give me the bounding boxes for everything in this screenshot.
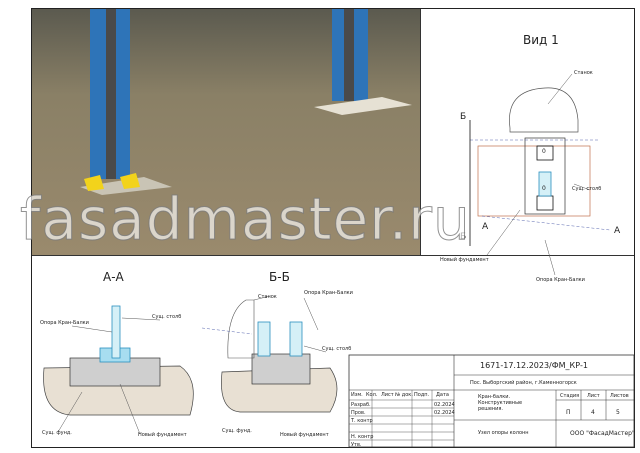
view1-upper-zero: 0 (542, 148, 546, 155)
plate-right (314, 97, 412, 115)
tb-col-izm: Изм. (351, 392, 363, 398)
render-svg (80, 9, 412, 195)
view1-stolb-label: Сущ. столб (572, 186, 602, 192)
base-left-a (84, 175, 104, 191)
aa-fund-label: Сущ. фунд. (42, 430, 72, 436)
tb-company: ООО "ФасадМастер" (570, 430, 635, 437)
view1-mark-b-top: Б (460, 112, 467, 122)
tb-role-5: Н. контр (351, 434, 374, 440)
watermark: fasadmaster.ru (20, 185, 471, 254)
aa-title: А-А (103, 270, 124, 284)
bb-newfund-label: Новый фундамент (280, 432, 329, 438)
tb-sheets-label: Листов (610, 393, 629, 399)
view1-mark-a-right: А (614, 226, 621, 236)
tb-sheet: 4 (591, 409, 595, 416)
tb-role-1: Разраб. (351, 402, 371, 408)
column-left-post (106, 9, 116, 179)
view1-crane-label: Опора Кран-Балки (536, 277, 585, 283)
tb-role-6: Утв. (351, 442, 362, 448)
sheet-frame (31, 8, 635, 448)
tb-date-1: 02.2024 (434, 402, 455, 408)
render-3d (32, 9, 420, 255)
divider-vertical (420, 9, 421, 255)
aa-stolb-label: Сущ. столб (152, 314, 182, 320)
tb-sheet-name: Узел опоры колонн (478, 430, 529, 436)
column-right-b (354, 9, 368, 101)
view1-mark-b-bottom: Б (460, 232, 467, 242)
tb-code: 1671-17.12.2023/ФМ_КР-1 (480, 361, 589, 370)
tb-col-data: Дата (436, 392, 449, 398)
aa-newfund-label: Новый фундамент (138, 432, 187, 438)
bb-title: Б-Б (269, 270, 290, 284)
column-left-a (90, 9, 106, 179)
base-left-b (120, 173, 140, 189)
tb-sheets: 5 (616, 409, 620, 416)
aa-crane-label: Опора Кран-Балки (40, 320, 89, 326)
tb-stage-label: Стадия (560, 393, 580, 399)
tb-date-2: 02.2024 (434, 410, 455, 416)
tb-object: Кран-балки. Конструктивные решения. (478, 394, 523, 412)
tb-address: Пос. Выборгский район, г.Каменногорск (470, 380, 577, 386)
divider-horizontal (32, 255, 634, 256)
bb-stolb-label: Сущ. столб (322, 346, 352, 352)
tb-role-3: Т. контр (351, 418, 373, 424)
tb-col-list: Лист (381, 392, 394, 398)
bb-stanok-label: Станок (258, 294, 277, 300)
column-right-post (344, 9, 354, 101)
view1-fund-label: Новый фундамент (440, 257, 489, 263)
column-left-b (116, 9, 130, 179)
tb-stage: П (566, 409, 571, 416)
bb-crane-label: Опора Кран-Балки (304, 290, 353, 296)
tb-sheet-label: Лист (587, 393, 600, 399)
view1-title: Вид 1 (523, 33, 559, 47)
view1-stanok-label: Станок (574, 70, 593, 76)
bb-fund-label: Сущ. фунд. (222, 428, 252, 434)
column-right-a (332, 9, 344, 101)
view1-lower-zero: 0 (542, 185, 546, 192)
tb-col-kol: Кол. (366, 392, 378, 398)
tb-col-podp: Подп. (414, 392, 430, 398)
tb-role-2: Пров. (351, 410, 366, 416)
view1-mark-a-left: А (482, 222, 489, 232)
tb-col-ndok: № док. (395, 392, 413, 398)
